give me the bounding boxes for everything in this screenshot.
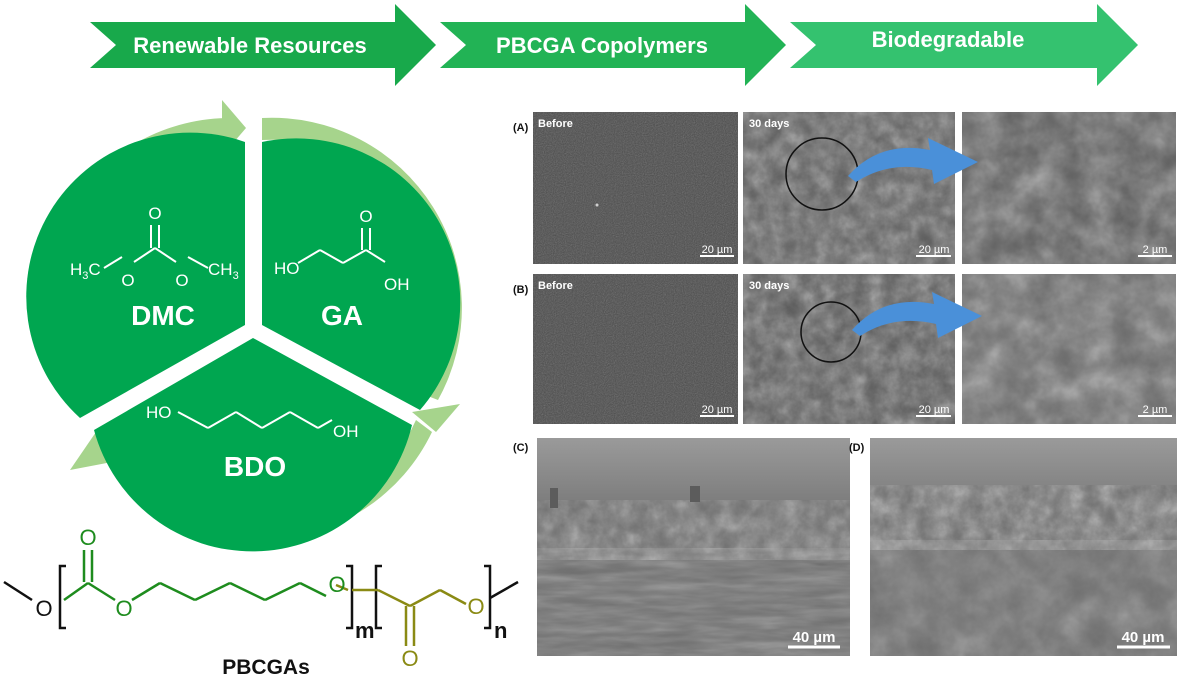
dmc-h3c: H3C: [70, 260, 101, 282]
svg-text:20 µm: 20 µm: [919, 244, 950, 256]
bracket-n-left: [374, 564, 382, 630]
ga-structure: [297, 228, 386, 264]
svg-text:20 µm: 20 µm: [702, 404, 733, 416]
ga-o-top: O: [359, 207, 372, 226]
monomer-wheel: O H3C O O CH3 DMC O HO OH GA HO OH B: [26, 100, 462, 552]
svg-text:30 days: 30 days: [749, 118, 789, 130]
arrow-biodegradable: [790, 4, 1138, 86]
bond-end-left: [3, 580, 33, 602]
arrow-renewable-resources: [90, 4, 436, 86]
panel-d-letter: (D): [849, 442, 865, 454]
sem-panels: (A) Before 20 µm 30 days 20 µm 2 µm (B): [513, 112, 1177, 656]
svg-text:2 µm: 2 µm: [1143, 404, 1168, 416]
arrow-label-pbcga: PBCGA Copolymers: [496, 33, 708, 58]
ring-arrowhead-bottom: [70, 432, 112, 470]
ring-arrowhead-right: [412, 404, 460, 432]
polymer-name: PBCGAs: [222, 656, 310, 679]
sector-bdo: [94, 338, 412, 552]
sem-a-before: Before 20 µm: [533, 112, 738, 264]
bdo-structure: [177, 411, 333, 429]
bracket-m-left: [58, 564, 66, 630]
sem-b-zoom: 2 µm: [962, 274, 1176, 424]
bond-end-right: [489, 580, 519, 600]
ga-oh: OH: [384, 275, 410, 294]
svg-text:20 µm: 20 µm: [702, 244, 733, 256]
poly-sub-m: m: [355, 618, 375, 643]
dmc-o-right: O: [175, 271, 188, 290]
sem-d-crosssection: 40 µm: [870, 438, 1177, 656]
dmc-o-top: O: [148, 204, 161, 223]
ga-ho: HO: [274, 259, 300, 278]
arrow-pbcga-copolymers: [440, 4, 786, 86]
bracket-m-right: [346, 564, 354, 630]
sem-c-crosssection: 40 µm: [537, 438, 850, 656]
svg-text:Before: Before: [538, 280, 573, 292]
zoom-arrow-a: [848, 138, 978, 184]
arrow-label-renewable: Renewable Resources: [133, 33, 367, 58]
svg-text:20 µm: 20 µm: [919, 404, 950, 416]
panel-b-letter: (B): [513, 284, 529, 296]
svg-text:40 µm: 40 µm: [793, 629, 836, 646]
poly-o-left: O: [35, 596, 52, 621]
sem-b-before: Before 20 µm: [533, 274, 738, 424]
poly-o-carbonate-top: O: [79, 525, 96, 550]
sector-ga: [262, 138, 461, 411]
arrow-label-biodegradable: Biodegradable: [872, 27, 1025, 52]
poly-sub-n: n: [494, 618, 507, 643]
zoom-arrow-b: [852, 292, 982, 338]
svg-text:2 µm: 2 µm: [1143, 244, 1168, 256]
bdo-ho: HO: [146, 403, 172, 422]
dmc-structure: [103, 225, 209, 269]
panel-c-letter: (C): [513, 442, 529, 454]
sector-dmc: [26, 132, 246, 418]
sem-a-30days: 30 days 20 µm: [743, 112, 955, 264]
svg-text:Before: Before: [538, 118, 573, 130]
process-arrows: Renewable Resources PBCGA Copolymers Bio…: [90, 4, 1138, 86]
poly-o-end: O: [467, 594, 484, 619]
ga-name: GA: [321, 300, 363, 331]
bracket-n-right: [484, 564, 492, 630]
dmc-o-left: O: [121, 271, 134, 290]
sem-a-zoom: 2 µm: [962, 112, 1176, 264]
panel-a-letter: (A): [513, 122, 529, 134]
dmc-ch3: CH3: [208, 260, 239, 282]
polymer-structure: O O O O O O m n PBCGAs: [3, 525, 519, 679]
poly-o-right: O: [328, 572, 345, 597]
poly-o-ga-bottom: O: [401, 646, 418, 671]
svg-text:40 µm: 40 µm: [1122, 629, 1165, 646]
dmc-name: DMC: [131, 300, 195, 331]
svg-text:30 days: 30 days: [749, 280, 789, 292]
bdo-oh: OH: [333, 422, 359, 441]
bdo-name: BDO: [224, 451, 286, 482]
poly-o-mid: O: [115, 596, 132, 621]
sem-b-30days: 30 days 20 µm: [743, 274, 955, 424]
